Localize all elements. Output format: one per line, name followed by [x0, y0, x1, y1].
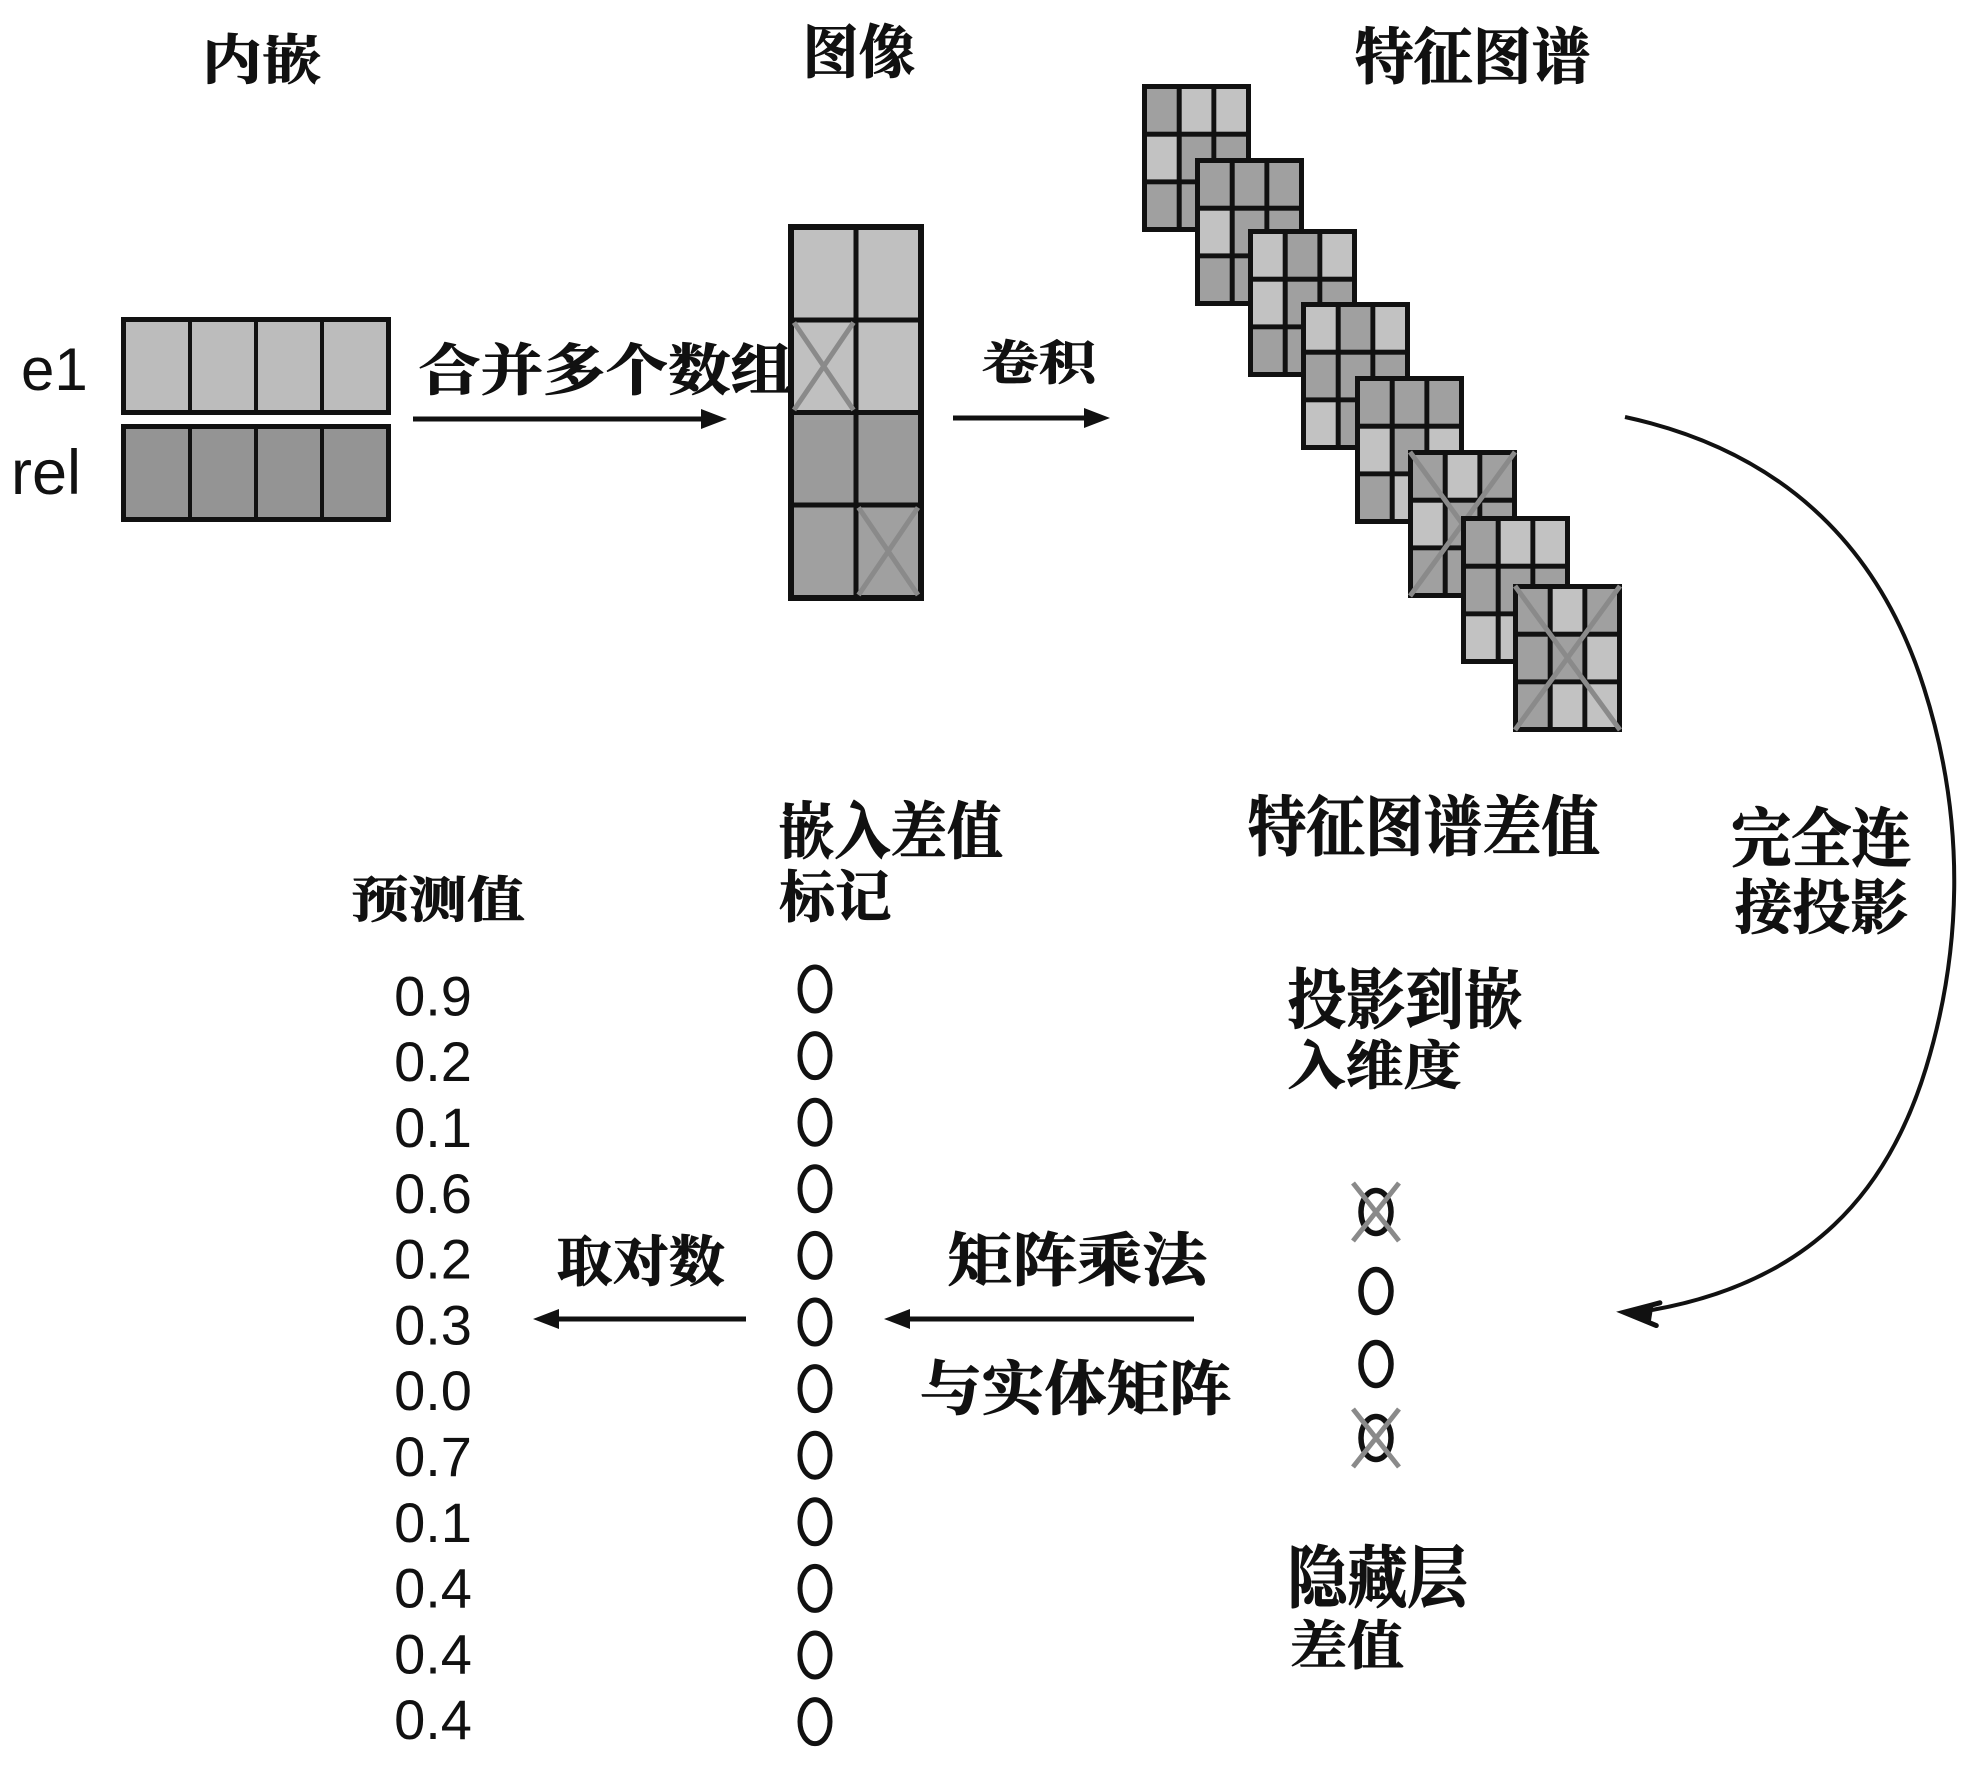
svg-text:0.6: 0.6: [394, 1162, 472, 1225]
svg-text:0.1: 0.1: [394, 1096, 472, 1159]
svg-text:0.4: 0.4: [394, 1622, 472, 1685]
svg-text:0.2: 0.2: [394, 1030, 472, 1093]
svg-text:0.4: 0.4: [394, 1557, 472, 1620]
svg-text:0.2: 0.2: [394, 1228, 472, 1291]
svg-text:e1: e1: [21, 336, 88, 403]
svg-text:0.0: 0.0: [394, 1359, 472, 1422]
svg-text:0.3: 0.3: [394, 1293, 472, 1356]
svg-text:rel: rel: [11, 438, 81, 508]
svg-text:0.9: 0.9: [394, 964, 472, 1027]
svg-text:0.4: 0.4: [394, 1688, 472, 1751]
svg-text:0.1: 0.1: [394, 1491, 472, 1554]
svg-text:0.7: 0.7: [394, 1425, 472, 1488]
